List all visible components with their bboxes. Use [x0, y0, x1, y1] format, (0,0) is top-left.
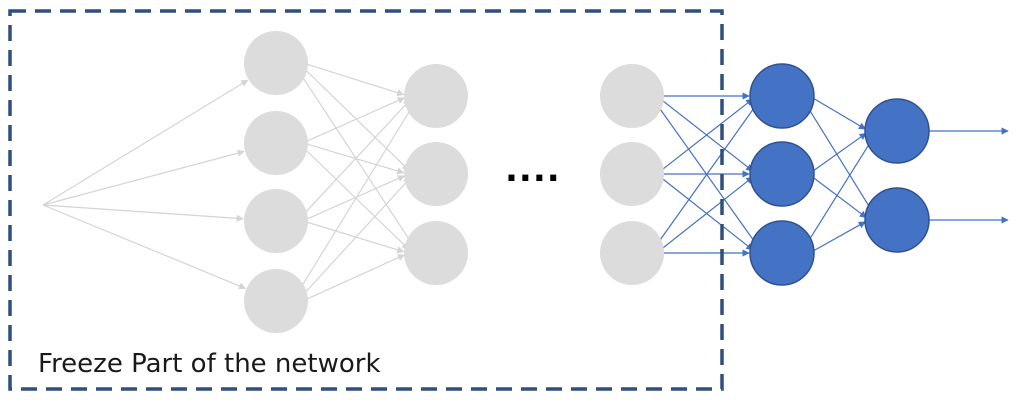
input-edge: [42, 149, 245, 206]
trainable-node: [749, 220, 815, 286]
frozen-node: [600, 221, 664, 285]
frozen-edge: [306, 254, 406, 300]
freeze-boundary-box: [8, 9, 724, 391]
frozen-edge: [300, 99, 411, 218]
frozen-edge: [301, 66, 410, 171]
nodes-layer: [244, 31, 930, 333]
input-edge: [42, 204, 244, 222]
trainable-edge: [659, 176, 754, 251]
frozen-node: [404, 142, 468, 206]
trainable-edge: [811, 175, 867, 219]
edges-layer: [42, 63, 1009, 300]
trainable-node: [864, 187, 930, 253]
input-edge: [42, 204, 247, 290]
frozen-node: [404, 221, 468, 285]
trainable-node: [864, 98, 930, 164]
frozen-node: [244, 269, 308, 333]
trainable-edge: [660, 98, 754, 172]
frozen-edge: [306, 97, 405, 142]
frozen-edge: [307, 63, 405, 97]
frozen-node: [404, 64, 468, 128]
trainable-edge: [803, 100, 876, 216]
frozen-edge: [306, 175, 405, 220]
trainable-edge: [653, 100, 760, 249]
trainable-edge: [812, 97, 867, 130]
input-edge: [42, 79, 249, 206]
freeze-caption: Freeze Part of the network: [38, 349, 381, 379]
trainable-edge: [811, 132, 867, 173]
frozen-node: [600, 64, 664, 128]
trainable-node: [749, 141, 815, 207]
trainable-edge: [803, 135, 875, 249]
trainable-edge: [812, 221, 866, 252]
hidden-layers-ellipsis: ....: [505, 150, 561, 190]
frozen-edge: [300, 177, 411, 298]
frozen-edge: [295, 100, 417, 297]
frozen-node: [244, 31, 308, 95]
frozen-node: [600, 142, 664, 206]
trainable-node: [749, 63, 815, 129]
frozen-node: [244, 189, 308, 253]
frozen-node: [244, 111, 308, 175]
